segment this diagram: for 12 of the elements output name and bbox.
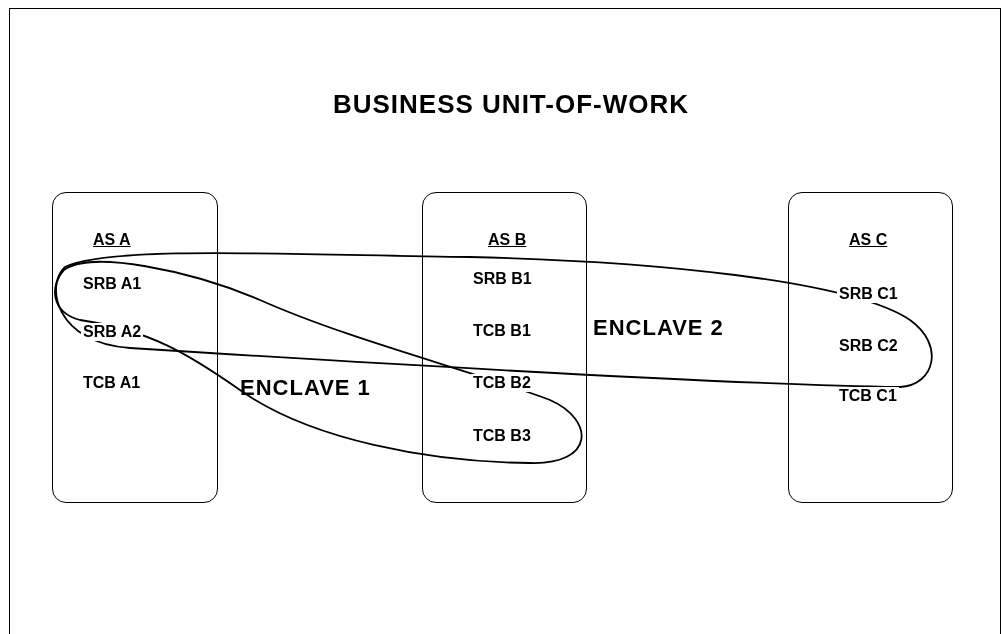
item-label: SRB A2 — [81, 323, 144, 341]
box-heading: AS C — [847, 231, 890, 249]
diagram-title: BUSINESS UNIT-OF-WORK — [331, 89, 691, 120]
enclave-label: ENCLAVE 1 — [240, 376, 371, 400]
item-label: SRB C1 — [837, 285, 900, 303]
process-box — [52, 192, 218, 503]
box-heading: AS B — [486, 231, 529, 249]
process-box — [788, 192, 953, 503]
box-heading: AS A — [91, 231, 133, 249]
enclave-label: ENCLAVE 2 — [593, 316, 724, 340]
item-label: TCB B2 — [471, 374, 533, 392]
process-box — [422, 192, 587, 503]
